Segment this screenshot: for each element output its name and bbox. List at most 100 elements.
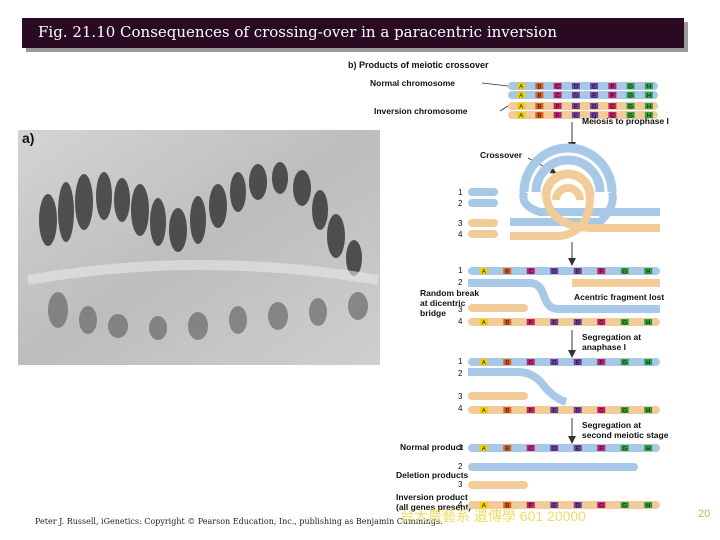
gene-letter: H (646, 409, 650, 415)
gene-letter: H (647, 94, 651, 100)
gene-marker (608, 103, 617, 109)
gene-marker (550, 445, 559, 451)
gene-letter: A (482, 409, 486, 415)
gene-letter: D (574, 85, 579, 91)
gene-marker (479, 359, 488, 365)
gene-marker (644, 359, 653, 365)
gene-marker (526, 268, 535, 274)
gene-letter: E (592, 85, 596, 91)
gene-letter: C (599, 321, 604, 327)
gene-marker (517, 103, 526, 109)
gene-marker (597, 359, 606, 365)
gene-letter: E (574, 105, 578, 111)
gene-letter: E (552, 504, 556, 510)
gene-marker (590, 112, 599, 118)
gene-letter: G (628, 85, 633, 91)
gene-marker (644, 445, 653, 451)
slide-title: Fig. 21.10 Consequences of crossing-over… (38, 23, 558, 41)
gene-marker (526, 407, 535, 413)
gene-marker (620, 319, 629, 325)
gene-marker (479, 445, 488, 451)
gene-marker (644, 268, 653, 274)
gene-marker (553, 83, 562, 89)
gene-letter: E (592, 94, 596, 100)
gene-letter: H (646, 361, 650, 367)
gene-letter: G (628, 105, 633, 111)
gene-marker (571, 92, 580, 98)
gene-marker (571, 112, 580, 118)
gene-letter: D (576, 504, 581, 510)
gene-letter: G (622, 409, 627, 415)
gene-marker (503, 502, 512, 508)
label-normal-product: Normal product (400, 442, 463, 452)
gene-marker (517, 83, 526, 89)
gene-letter: A (482, 361, 486, 367)
gene-letter: B (537, 85, 541, 91)
watermark: 台大農藝系 遺傳學 601 20000 (400, 508, 586, 524)
slide-footer: Peter J. Russell, iGenetics: Copyright ©… (35, 517, 443, 526)
num-3a: 3 (458, 219, 463, 228)
gene-letter: G (622, 447, 627, 453)
gene-letter: G (628, 114, 633, 120)
label-normal-chromosome: Normal chromosome (370, 78, 455, 88)
gene-marker (526, 445, 535, 451)
gene-marker (550, 407, 559, 413)
gene-letter: B (505, 321, 509, 327)
num-4d: 4 (458, 500, 463, 509)
gene-letter: F (599, 361, 603, 367)
num-1c: 1 (458, 357, 463, 366)
gene-letter: H (647, 85, 651, 91)
gene-marker (517, 112, 526, 118)
gene-letter: C (610, 105, 615, 111)
gene-letter: F (529, 504, 533, 510)
gene-marker (479, 407, 488, 413)
gene-marker (626, 112, 635, 118)
gene-marker (608, 112, 617, 118)
gene-marker (550, 319, 559, 325)
gene-letter: B (505, 361, 509, 367)
gene-letter: C (599, 409, 604, 415)
gene-letter: B (505, 504, 509, 510)
gene-letter: C (610, 114, 615, 120)
num-3c: 3 (458, 392, 463, 401)
gene-marker (644, 83, 653, 89)
gene-marker (503, 319, 512, 325)
label-segregation1-1: Segregation at (582, 332, 641, 342)
gene-letter: F (556, 105, 560, 111)
gene-letter: A (482, 504, 486, 510)
gene-marker (620, 445, 629, 451)
gene-marker (550, 268, 559, 274)
gene-letter: H (647, 105, 651, 111)
gene-marker (526, 502, 535, 508)
gene-letter: B (505, 270, 509, 276)
gene-letter: H (646, 321, 650, 327)
gene-letter: B (537, 105, 541, 111)
label-inversion-product-1: Inversion product (396, 492, 468, 502)
gene-marker (573, 407, 582, 413)
gene-letter: H (647, 114, 651, 120)
gene-marker (620, 268, 629, 274)
gene-letter: A (519, 105, 523, 111)
gene-letter: D (576, 409, 581, 415)
gene-letter: H (646, 270, 650, 276)
gene-letter: E (576, 270, 580, 276)
gene-letter: D (576, 321, 581, 327)
gene-letter: D (574, 94, 579, 100)
gene-letter: F (599, 447, 603, 453)
gene-marker (608, 92, 617, 98)
num-4b: 4 (458, 317, 463, 326)
gene-marker (620, 407, 629, 413)
num-2d: 2 (458, 462, 463, 471)
label-segregation2-2: second meiotic stage (582, 430, 669, 440)
gene-marker (573, 359, 582, 365)
label-deletion-products: Deletion products (396, 470, 469, 480)
title-bar: Fig. 21.10 Consequences of crossing-over… (22, 18, 684, 48)
num-1d: 1 (458, 443, 463, 452)
gene-marker (597, 268, 606, 274)
gene-marker (644, 319, 653, 325)
label-crossover: Crossover (480, 150, 523, 160)
gene-letter: C (555, 94, 560, 100)
gene-letter: E (552, 409, 556, 415)
gene-letter: F (556, 114, 560, 120)
